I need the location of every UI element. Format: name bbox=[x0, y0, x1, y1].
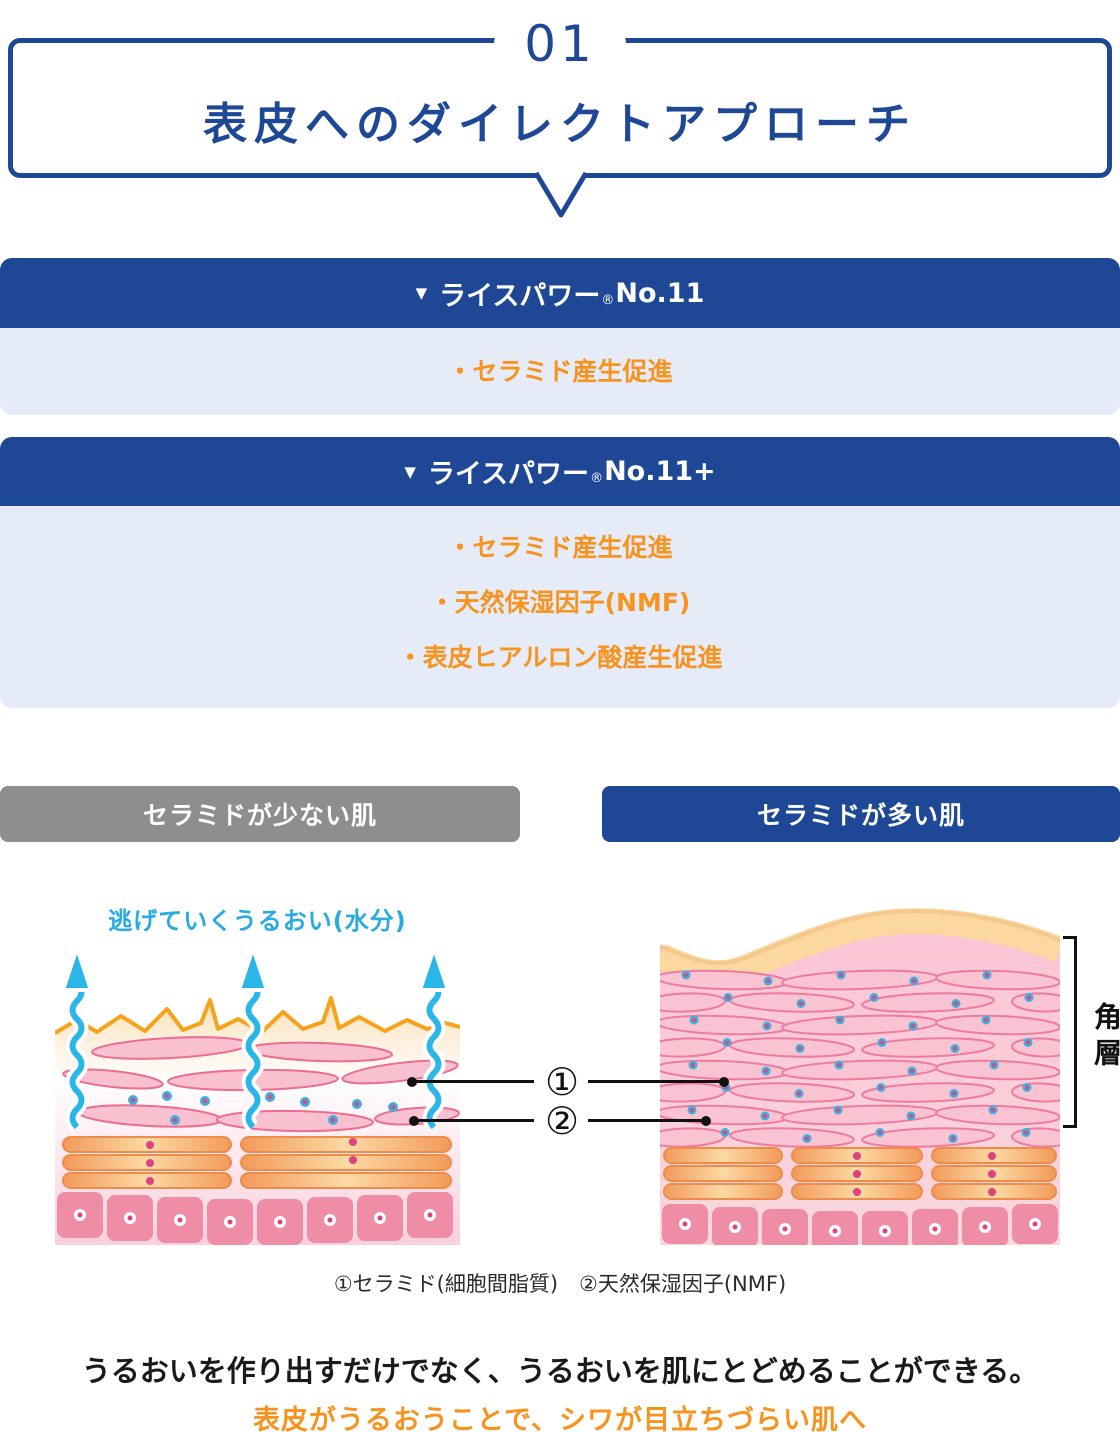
ricepower-no11-header[interactable]: ▼ ライスパワー ® No.11 bbox=[0, 258, 1120, 328]
dry-nmf-dots bbox=[128, 1091, 398, 1125]
moist-skin-header: セラミドが多い肌 bbox=[602, 786, 1120, 842]
dry-granular-cells bbox=[62, 1136, 452, 1189]
closing-line-2: 表皮がうるおうことで、シワが目立ちづらい肌へ bbox=[252, 1405, 868, 1432]
moist-granular-cells bbox=[663, 1147, 1057, 1200]
benefit-item: ・セラミド産生促進 bbox=[447, 533, 673, 562]
moist-ceramide-cells bbox=[660, 969, 1060, 1148]
dry-skin-header: セラミドが少ない肌 bbox=[0, 786, 520, 842]
moist-skin-illustration bbox=[660, 908, 1060, 1245]
title-box-notch bbox=[533, 171, 589, 218]
connector-line bbox=[414, 1119, 534, 1122]
ricepower-no11-card: ▼ ライスパワー ® No.11 ・セラミド産生促進 bbox=[0, 258, 1120, 415]
ingredient-number: No.11+ bbox=[604, 456, 716, 487]
stratum-corneum-bracket bbox=[1063, 936, 1077, 1128]
dry-basal-cells bbox=[57, 1192, 453, 1245]
dry-skin-illustration bbox=[55, 930, 460, 1245]
ingredient-number: No.11 bbox=[615, 277, 705, 309]
closing-line-1: うるおいを作り出すだけでなく、うるおいを肌にとどめることができる。 bbox=[81, 1354, 1039, 1388]
chevron-down-icon: ▼ bbox=[415, 284, 428, 302]
benefit-item: ・天然保湿因子(NMF) bbox=[429, 588, 691, 617]
registered-mark: ® bbox=[601, 292, 615, 308]
legend-text: ①セラミド(細胞間脂質) ②天然保湿因子(NMF) bbox=[333, 1272, 787, 1296]
moisture-escape-caption: 逃げていくうるおい(水分) bbox=[108, 907, 407, 935]
page-title: 表皮へのダイレクトアプローチ bbox=[203, 99, 917, 150]
connector-dot bbox=[719, 1077, 729, 1087]
connector-line bbox=[588, 1080, 724, 1083]
ricepower-no11plus-card: ▼ ライスパワー ® No.11+ ・セラミド産生促進 ・天然保湿因子(NMF)… bbox=[0, 437, 1120, 708]
moist-basal-cells bbox=[662, 1204, 1058, 1245]
ricepower-no11-body: ・セラミド産生促進 bbox=[0, 328, 1120, 415]
benefit-item: ・セラミド産生促進 bbox=[447, 356, 673, 386]
connector-line bbox=[588, 1119, 706, 1122]
ricepower-no11plus-header[interactable]: ▼ ライスパワー ® No.11+ bbox=[0, 437, 1120, 506]
ricepower-no11plus-body: ・セラミド産生促進 ・天然保湿因子(NMF) ・表皮ヒアルロン酸産生促進 bbox=[0, 506, 1120, 708]
ingredient-name: ライスパワー bbox=[427, 459, 590, 490]
marker-2-label: ② bbox=[544, 1099, 580, 1143]
ingredient-name: ライスパワー bbox=[439, 280, 601, 312]
stratum-corneum-label: 角層 bbox=[1090, 1002, 1120, 1074]
chevron-down-icon: ▼ bbox=[404, 462, 416, 481]
step-number: 01 bbox=[524, 15, 596, 73]
connector-dot bbox=[701, 1116, 711, 1126]
step-badge: 01 bbox=[494, 4, 626, 84]
marker-1-label: ① bbox=[544, 1060, 580, 1104]
moist-nmf-dots bbox=[681, 970, 1034, 1143]
connector-line bbox=[412, 1080, 534, 1083]
benefit-item: ・表皮ヒアルロン酸産生促進 bbox=[397, 643, 723, 672]
registered-mark: ® bbox=[590, 471, 604, 486]
